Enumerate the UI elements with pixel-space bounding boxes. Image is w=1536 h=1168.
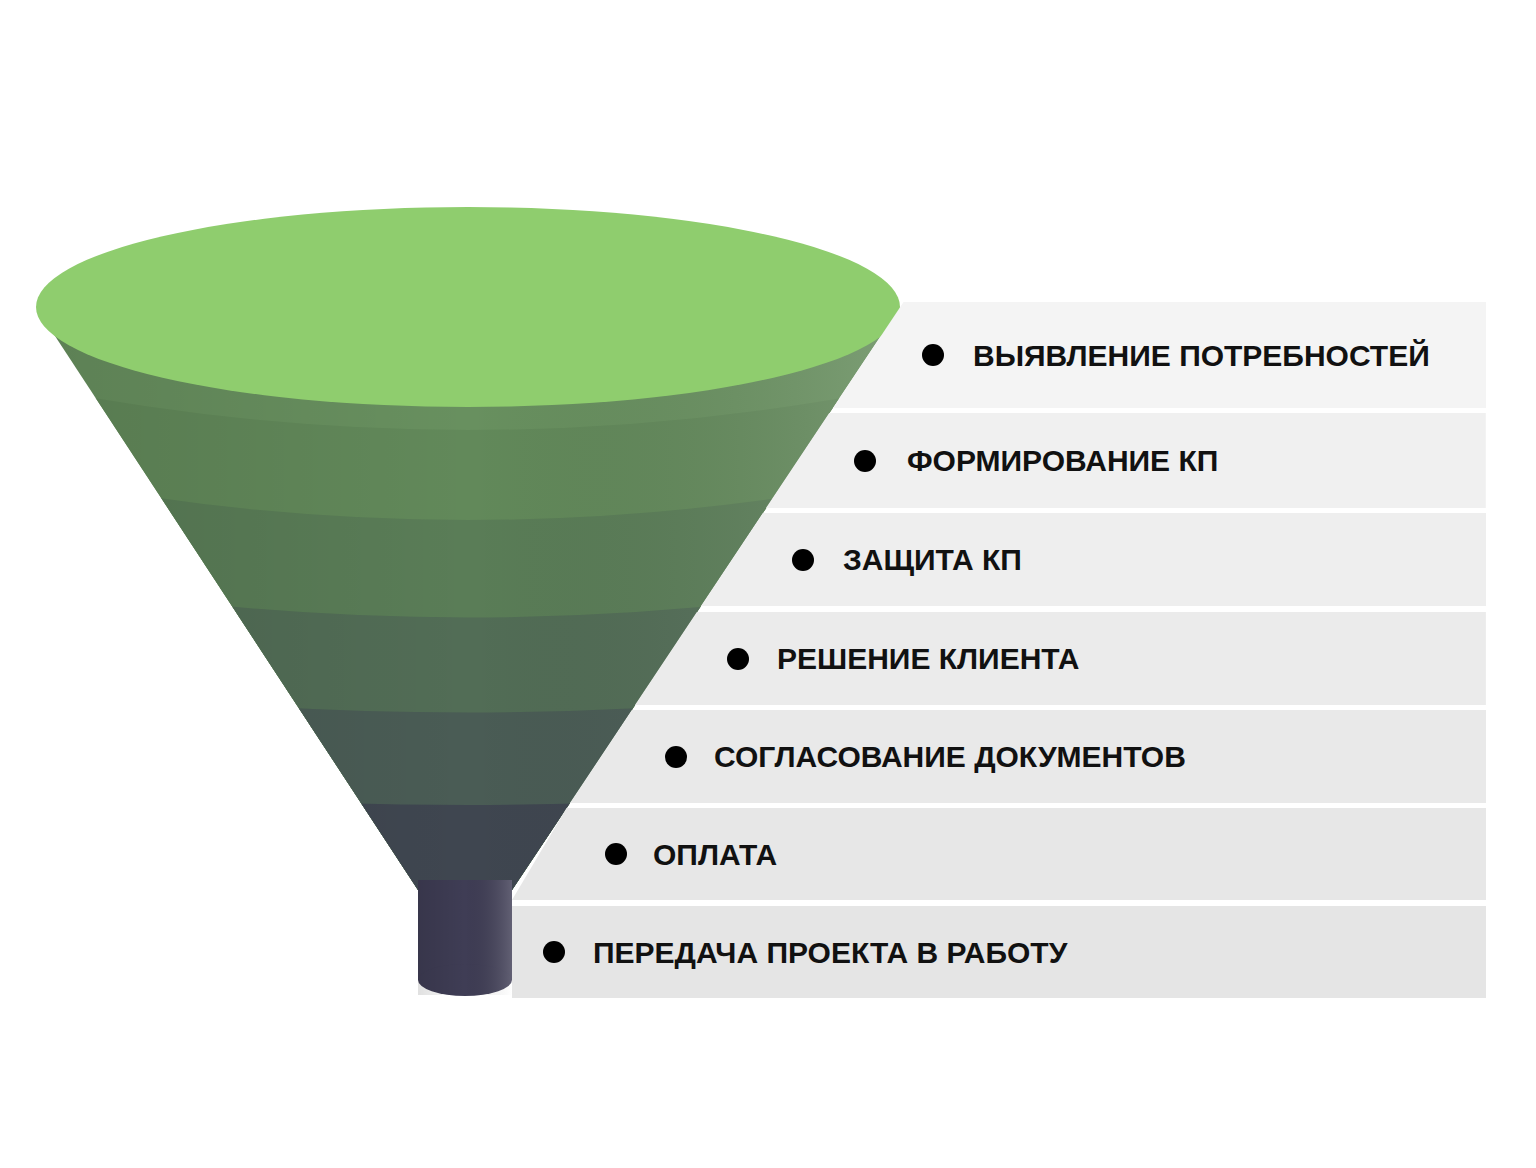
- stage-label: СОГЛАСОВАНИЕ ДОКУМЕНТОВ: [714, 740, 1186, 773]
- stage-label: РЕШЕНИЕ КЛИЕНТА: [777, 642, 1079, 675]
- bullet-dot: [854, 450, 876, 472]
- stage-band: ФОРМИРОВАНИЕ КП: [766, 413, 1486, 508]
- stage-label: ОПЛАТА: [653, 838, 777, 871]
- stage-band: РЕШЕНИЕ КЛИЕНТА: [635, 612, 1486, 705]
- funnel-neck: [418, 880, 512, 996]
- stage-label: ВЫЯВЛЕНИЕ ПОТРЕБНОСТЕЙ: [973, 339, 1430, 372]
- stage-label: ЗАЩИТА КП: [843, 543, 1022, 576]
- stage-band: ПЕРЕДАЧА ПРОЕКТА В РАБОТУ: [512, 906, 1486, 998]
- bullet-dot: [543, 941, 565, 963]
- stage-band: ЗАЩИТА КП: [701, 513, 1486, 606]
- stage-band: СОГЛАСОВАНИЕ ДОКУМЕНТОВ: [570, 710, 1486, 803]
- stage-band: ОПЛАТА: [512, 808, 1486, 900]
- stage-label: ПЕРЕДАЧА ПРОЕКТА В РАБОТУ: [593, 936, 1067, 969]
- funnel-top: [36, 207, 900, 407]
- band-shape: [701, 513, 1486, 606]
- bullet-dot: [727, 648, 749, 670]
- stage-band: ВЫЯВЛЕНИЕ ПОТРЕБНОСТЕЙ: [833, 302, 1486, 408]
- bullet-dot: [922, 344, 944, 366]
- bullet-dot: [605, 843, 627, 865]
- stage-label: ФОРМИРОВАНИЕ КП: [907, 444, 1218, 477]
- bullet-dot: [792, 549, 814, 571]
- bullet-dot: [665, 746, 687, 768]
